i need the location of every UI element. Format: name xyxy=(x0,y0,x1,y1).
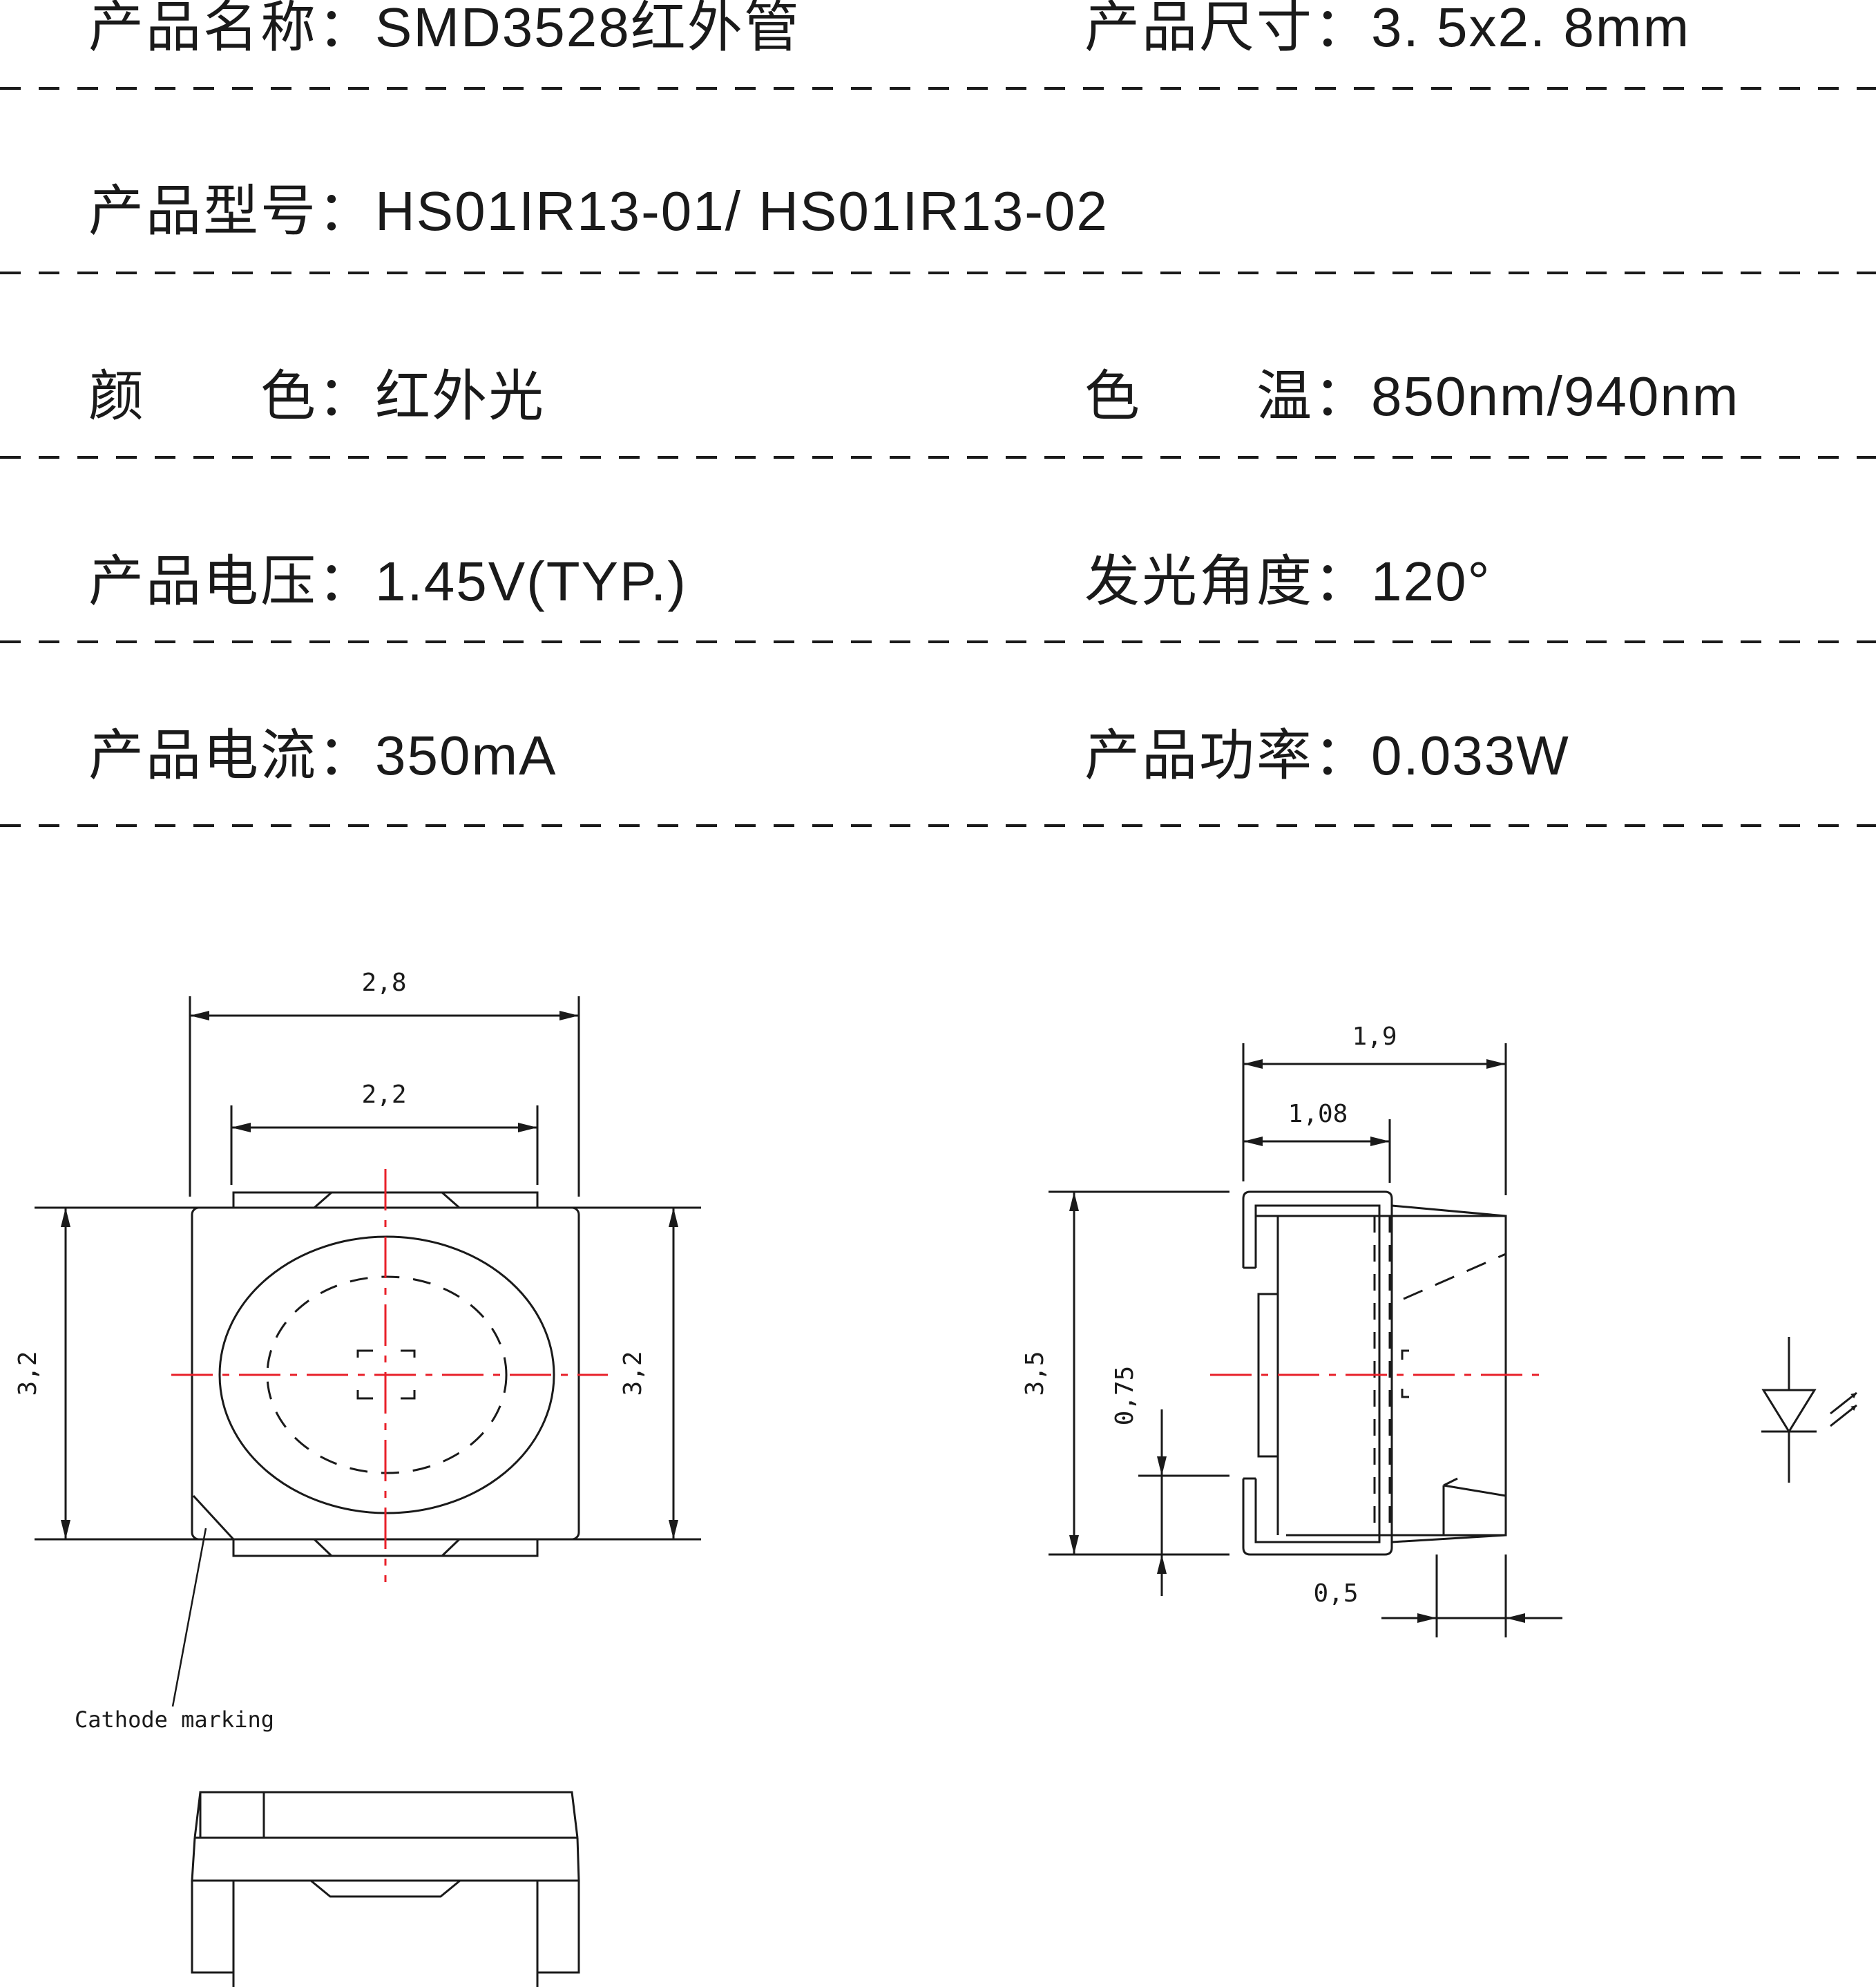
lens-inner-dashed xyxy=(266,1275,508,1474)
spec-label: 产品尺寸： xyxy=(1084,0,1371,59)
spec-divider xyxy=(0,456,1876,459)
spec-label: 发光角度： xyxy=(1084,549,1371,614)
spec-color: 颜 色：红外光 xyxy=(88,348,545,445)
spec-product-name: 产品名称：SMD3528红外管 xyxy=(88,0,801,76)
dim-height-left: 3,2 xyxy=(14,1351,42,1396)
spec-value: HS01IR13-01/ HS01IR13-02 xyxy=(375,180,1109,242)
spec-label: 产品功率： xyxy=(1084,723,1371,788)
dim-height: 3,5 xyxy=(1021,1351,1049,1396)
top-view-centerlines xyxy=(171,1169,608,1582)
spec-divider xyxy=(0,87,1876,90)
chip-outline xyxy=(356,1349,416,1400)
spec-row-5: 产品电流：350mA 产品功率：0.033W xyxy=(0,707,1876,804)
symbol-emission-arrow xyxy=(1830,1391,1857,1415)
front-view xyxy=(191,1791,580,1987)
spec-label: 产品名称： xyxy=(88,0,375,59)
side-chip-outline xyxy=(1401,1349,1409,1398)
front-view-left-lead xyxy=(191,1881,235,1987)
side-view xyxy=(1049,1043,1562,1637)
spec-row-2: 产品型号：HS01IR13-01/ HS01IR13-02 xyxy=(0,163,1876,260)
dim-lead-height: 0,75 xyxy=(1111,1366,1139,1426)
spec-viewing-angle: 发光角度：120° xyxy=(1084,533,1491,630)
side-lens-top xyxy=(1391,1204,1506,1217)
spec-value: 850nm/940nm xyxy=(1371,365,1740,427)
spec-value: 3. 5x2. 8mm xyxy=(1371,0,1691,58)
spec-product-size: 产品尺寸：3. 5x2. 8mm xyxy=(1084,0,1690,76)
spec-value: 红外光 xyxy=(375,365,545,427)
front-view-top xyxy=(193,1791,579,1838)
reflector-bottom xyxy=(1442,1484,1507,1537)
dim-height-right: 3,2 xyxy=(619,1351,647,1396)
dim-overall-depth: 1,9 xyxy=(1352,1023,1397,1051)
spec-label: 色 温： xyxy=(1084,364,1371,428)
dim-lead-gap: 0,5 xyxy=(1313,1579,1358,1608)
spec-row-1: 产品名称：SMD3528红外管 产品尺寸：3. 5x2. 8mm xyxy=(0,0,1876,76)
spec-value: 350mA xyxy=(375,725,557,786)
spec-value: 0.033W xyxy=(1371,725,1570,786)
infrared-led-symbol-icon xyxy=(1761,1337,1857,1483)
spec-model: 产品型号：HS01IR13-01/ HS01IR13-02 xyxy=(88,163,1109,260)
spec-divider xyxy=(0,824,1876,827)
symbol-emission-arrow xyxy=(1830,1404,1857,1427)
spec-label: 产品型号： xyxy=(88,179,375,243)
front-view-mid xyxy=(191,1837,580,1882)
spec-value: 120° xyxy=(1371,551,1491,612)
top-pad-notch xyxy=(314,1191,460,1209)
spec-table: 产品名称：SMD3528红外管 产品尺寸：3. 5x2. 8mm 产品型号：HS… xyxy=(0,0,1876,843)
spec-voltage: 产品电压：1.45V(TYP.) xyxy=(88,533,687,630)
spec-divider xyxy=(0,272,1876,274)
cathode-chamfer xyxy=(192,1494,235,1541)
spec-divider xyxy=(0,640,1876,643)
top-view xyxy=(35,996,701,1707)
spec-power: 产品功率：0.033W xyxy=(1084,707,1570,804)
spec-row-4: 产品电压：1.45V(TYP.) 发光角度：120° xyxy=(0,533,1876,630)
spec-current: 产品电流：350mA xyxy=(88,707,557,804)
spec-color-temp: 色 温：850nm/940nm xyxy=(1084,348,1739,445)
spec-label: 产品电流： xyxy=(88,723,375,788)
bottom-pad-notch xyxy=(313,1538,461,1557)
front-view-index-block xyxy=(199,1791,265,1839)
side-lens-bottom xyxy=(1391,1534,1506,1543)
reflector-edge xyxy=(1443,1477,1458,1487)
dim-pad-width: 2,2 xyxy=(361,1081,406,1109)
reflector-top xyxy=(1403,1253,1506,1300)
cathode-leader xyxy=(171,1528,207,1707)
spec-row-3: 颜 色：红外光 色 温：850nm/940nm xyxy=(0,348,1876,445)
dim-pad-depth: 1,08 xyxy=(1288,1100,1348,1128)
spec-value: SMD3528红外管 xyxy=(375,0,801,58)
spec-label: 颜 色： xyxy=(88,364,375,428)
cathode-marking-label: Cathode marking xyxy=(75,1706,274,1733)
lead-frame-outer xyxy=(1242,1190,1393,1556)
dim-overall-width: 2,8 xyxy=(361,969,406,997)
lens-outline xyxy=(218,1235,555,1514)
front-view-notch xyxy=(310,1879,461,1898)
spec-value: 1.45V(TYP.) xyxy=(375,551,687,612)
symbol-triangle xyxy=(1761,1389,1817,1434)
front-view-right-lead xyxy=(536,1881,580,1987)
spec-label: 产品电压： xyxy=(88,549,375,614)
